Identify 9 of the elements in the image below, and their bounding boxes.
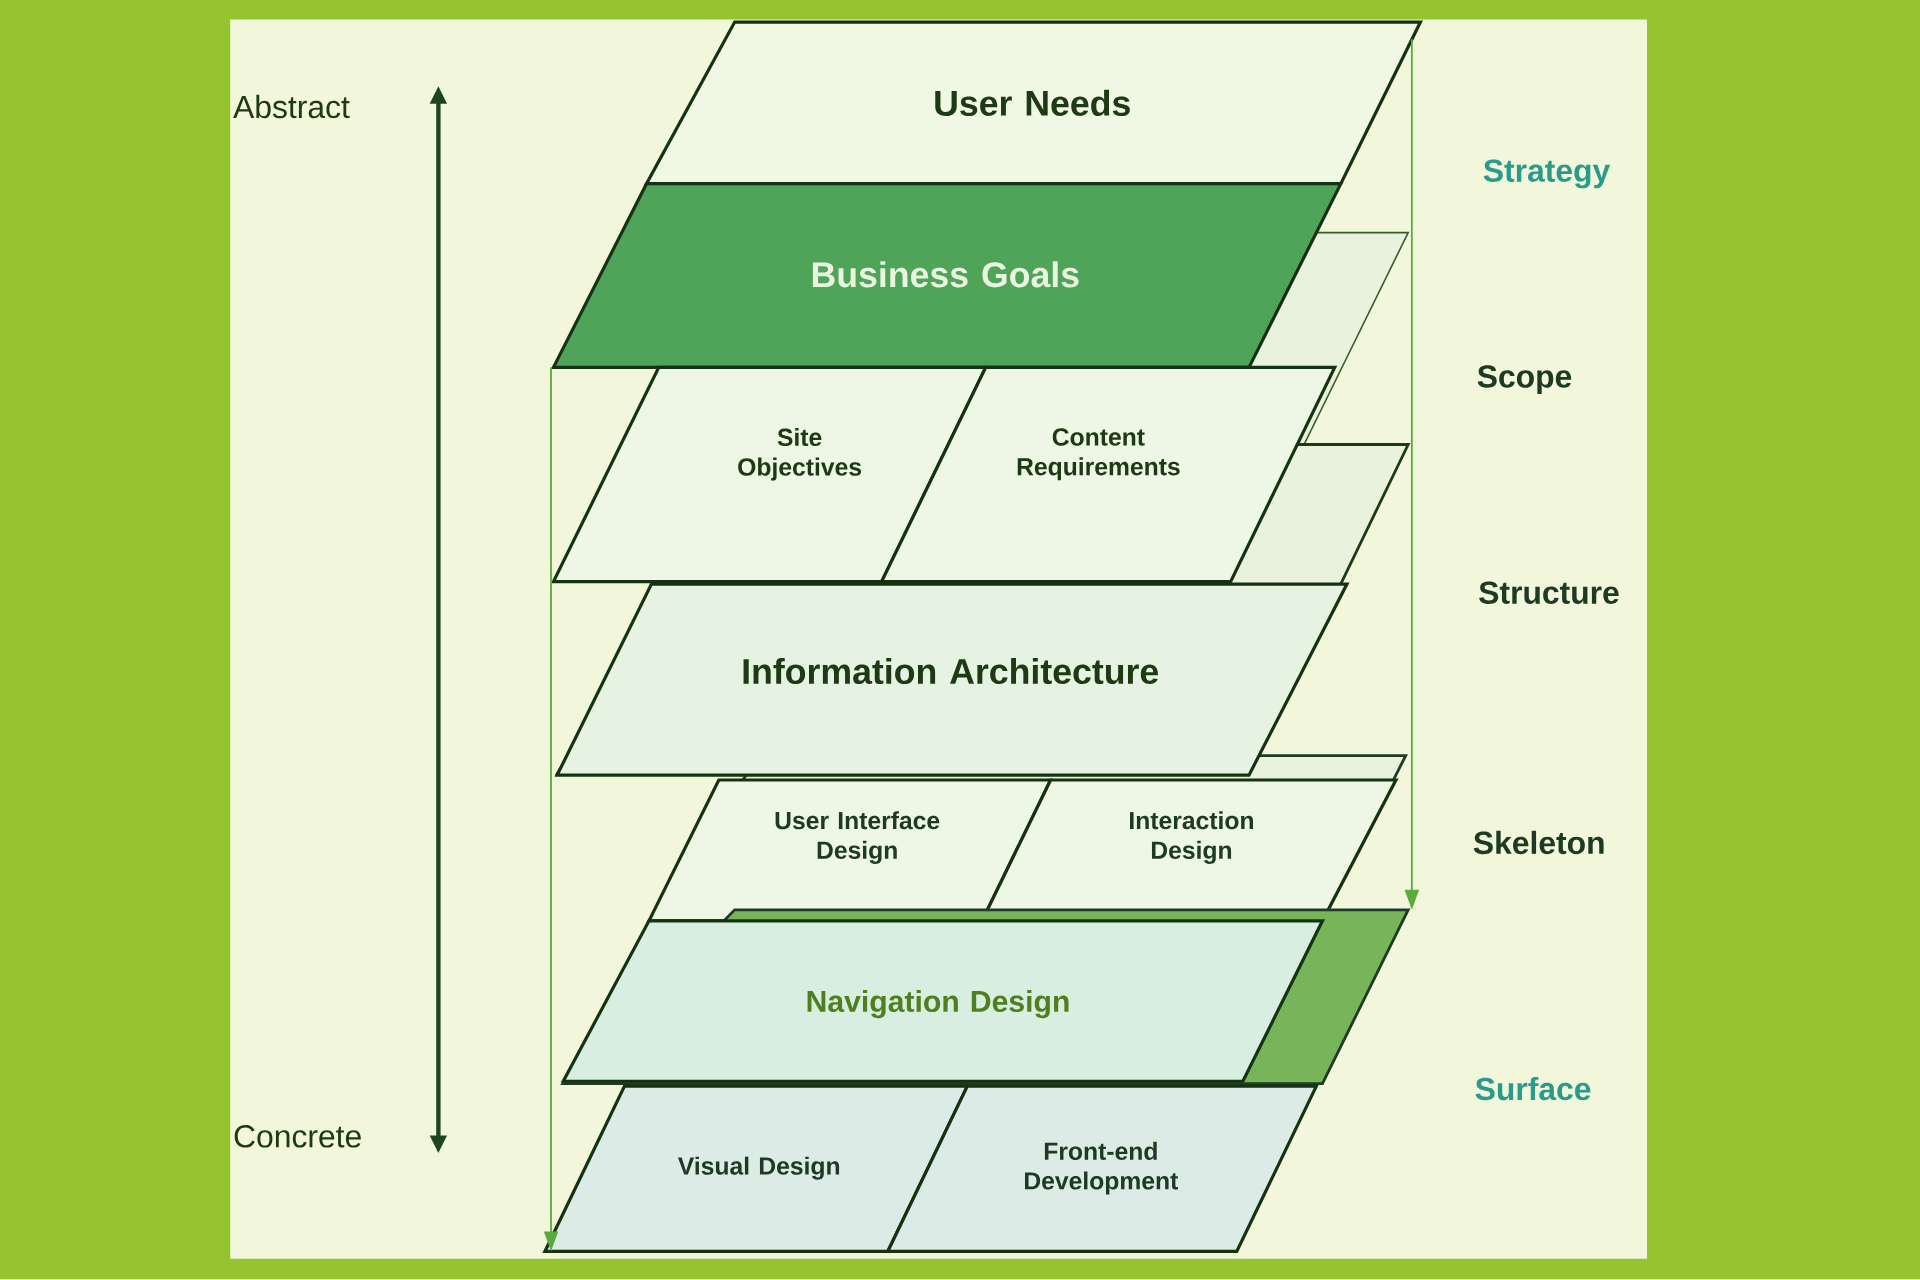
layer-label: Surface xyxy=(1475,1077,1591,1101)
layer-label: Scope xyxy=(1477,365,1572,395)
node-label: Visual Design xyxy=(677,1156,840,1180)
layer-label: Structure xyxy=(1479,581,1619,605)
layer-label: Concrete xyxy=(234,1125,361,1148)
layer-label: Abstract xyxy=(233,95,350,119)
node-label: Front-end Development xyxy=(1025,1142,1178,1195)
layer-label: Strategy xyxy=(1483,159,1611,189)
layer-label: Skeleton xyxy=(1473,831,1604,855)
